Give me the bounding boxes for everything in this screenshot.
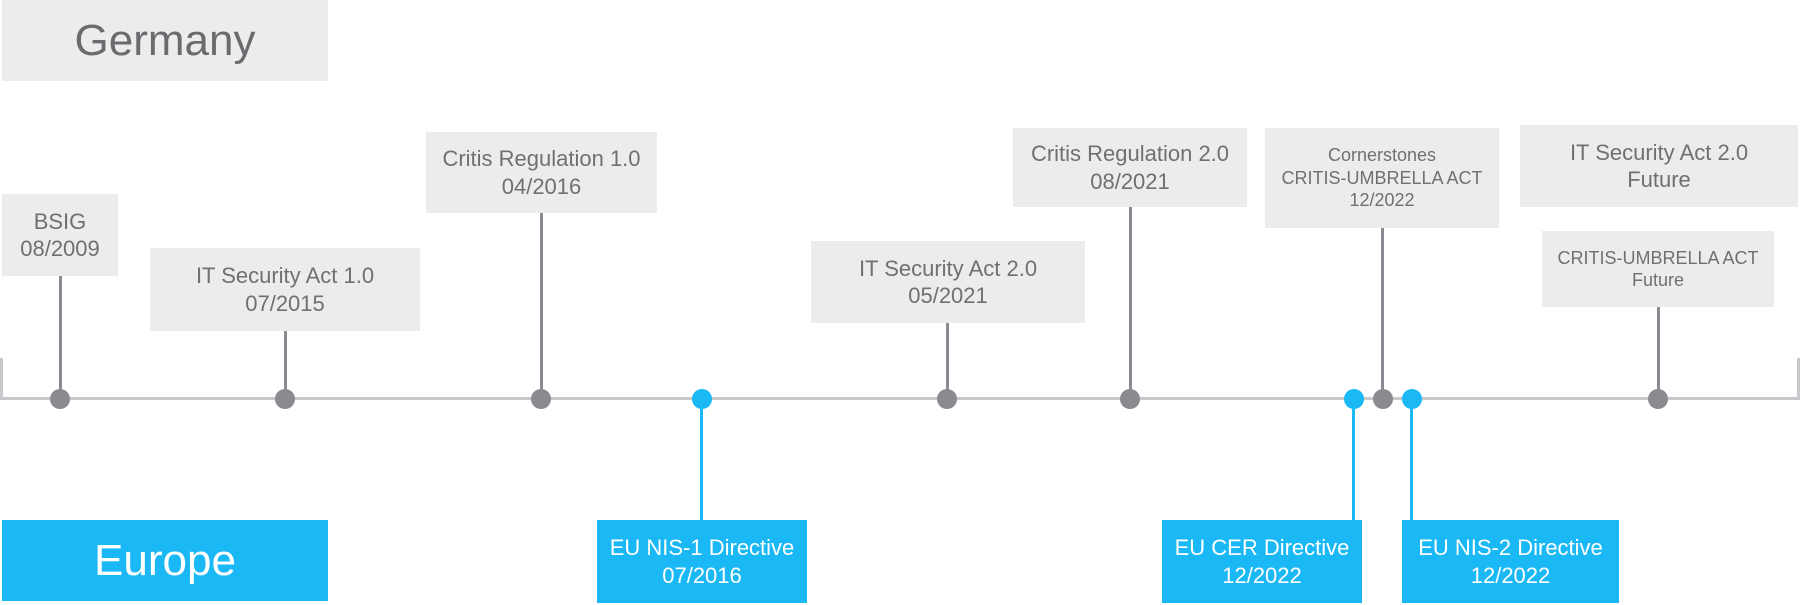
event-marker-it-security-act-2 xyxy=(937,389,957,409)
event-connector-eu-nis-1 xyxy=(700,398,703,520)
event-date: 12/2022 xyxy=(1349,190,1415,211)
event-date: 05/2021 xyxy=(908,283,988,308)
event-date: 04/2016 xyxy=(501,173,582,199)
europe-region-label: Europe xyxy=(2,520,328,601)
event-box-eu-cer: EU CER Directive 12/2022 xyxy=(1162,520,1362,603)
event-title: IT Security Act 2.0 xyxy=(858,255,1038,281)
event-marker-cornerstones xyxy=(1373,389,1393,409)
event-title: EU CER Directive xyxy=(1174,535,1350,560)
event-box-cornerstones: Cornerstones CRITIS-UMBRELLA ACT 12/2022 xyxy=(1265,128,1499,228)
timeline-right-bracket xyxy=(1797,358,1800,400)
event-connector-critis-regulation-2 xyxy=(1129,207,1132,398)
event-title: EU NIS-1 Directive xyxy=(609,535,795,560)
timeline-left-bracket xyxy=(0,358,3,400)
event-connector-bsig xyxy=(59,276,62,398)
germany-region-label: Germany xyxy=(2,0,328,81)
event-title: IT Security Act 2.0 xyxy=(1569,139,1749,165)
event-connector-it-security-act-2 xyxy=(946,323,949,398)
event-title: CRITIS-UMBRELLA ACT xyxy=(1557,247,1759,268)
event-connector-cornerstones xyxy=(1381,228,1384,398)
event-marker-critis-regulation-2 xyxy=(1120,389,1140,409)
event-box-eu-nis-1: EU NIS-1 Directive 07/2016 xyxy=(597,520,807,603)
event-marker-critis-regulation-1 xyxy=(531,389,551,409)
event-title: Critis Regulation 1.0 xyxy=(442,146,641,171)
europe-label-text: Europe xyxy=(94,535,236,585)
event-box-eu-nis-2: EU NIS-2 Directive 12/2022 xyxy=(1402,520,1619,603)
event-date: 12/2022 xyxy=(1470,562,1551,588)
event-title-line1: Cornerstones xyxy=(1327,145,1437,166)
event-box-critis-umbrella-future: CRITIS-UMBRELLA ACT Future xyxy=(1542,231,1774,307)
event-date: Future xyxy=(1627,167,1691,192)
event-title: BSIG xyxy=(33,208,87,234)
event-title: IT Security Act 1.0 xyxy=(195,263,375,288)
event-title-line2: CRITIS-UMBRELLA ACT xyxy=(1281,167,1483,188)
event-box-critis-regulation-2: Critis Regulation 2.0 08/2021 xyxy=(1013,128,1247,207)
event-title: EU NIS-2 Directive xyxy=(1418,535,1603,560)
event-connector-critis-regulation-1 xyxy=(540,213,543,398)
event-date: 07/2015 xyxy=(245,290,325,316)
event-box-it-security-act-2-future: IT Security Act 2.0 Future xyxy=(1520,125,1798,207)
event-connector-critis-umbrella-future xyxy=(1657,307,1660,398)
event-marker-it-security-act-1 xyxy=(275,389,295,409)
event-date: 07/2016 xyxy=(662,562,742,588)
event-date: 12/2022 xyxy=(1222,562,1302,588)
event-marker-eu-cer xyxy=(1344,389,1364,409)
event-marker-bsig xyxy=(50,389,70,409)
event-box-bsig: BSIG 08/2009 xyxy=(2,194,118,276)
event-title: Critis Regulation 2.0 xyxy=(1030,141,1230,166)
event-date: Future xyxy=(1631,270,1685,290)
event-marker-eu-nis-2 xyxy=(1402,389,1422,409)
event-connector-eu-cer xyxy=(1352,398,1355,520)
event-box-it-security-act-2: IT Security Act 2.0 05/2021 xyxy=(811,241,1085,323)
event-connector-it-security-act-1 xyxy=(284,331,287,398)
event-box-it-security-act-1: IT Security Act 1.0 07/2015 xyxy=(150,248,420,331)
event-date: 08/2021 xyxy=(1090,168,1170,194)
timeline-axis xyxy=(0,397,1800,400)
event-date: 08/2009 xyxy=(20,236,100,261)
germany-label-text: Germany xyxy=(74,15,256,65)
event-marker-critis-umbrella-future xyxy=(1648,389,1668,409)
event-box-critis-regulation-1: Critis Regulation 1.0 04/2016 xyxy=(426,132,657,213)
event-connector-eu-nis-2 xyxy=(1410,398,1413,520)
